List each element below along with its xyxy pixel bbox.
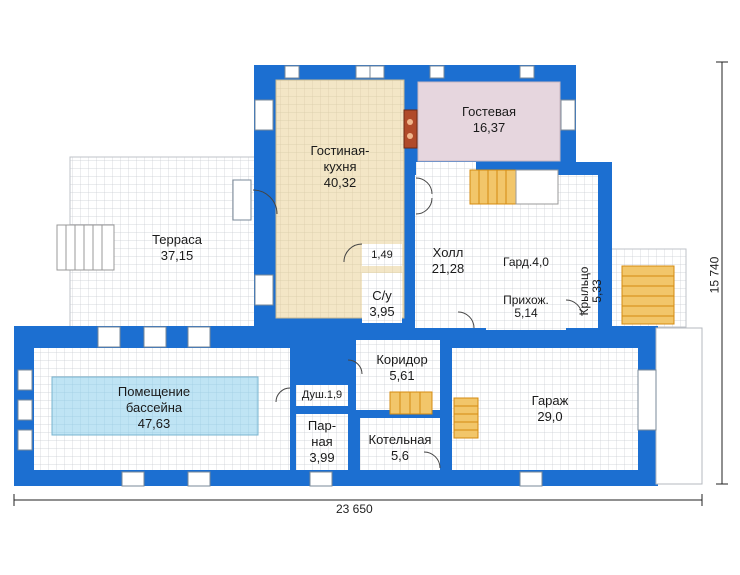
guest-name: Гостевая xyxy=(462,104,516,119)
living-name-1: Гостиная- xyxy=(310,143,370,158)
shower-room xyxy=(296,385,348,406)
sauna-name-2: ная xyxy=(311,434,333,449)
label-living: Гостиная- кухня 40,32 xyxy=(290,143,390,191)
guest-room xyxy=(417,81,561,162)
door-swings xyxy=(252,177,583,469)
boiler-name: Котельная xyxy=(368,432,432,447)
wc-room xyxy=(362,273,402,323)
pool-name-2: бассейна xyxy=(125,400,183,415)
label-closet: 1,49 xyxy=(362,249,402,262)
porch-stairs xyxy=(621,265,675,325)
width-dimension: 23 650 xyxy=(336,502,373,516)
label-garage: Гараж 29,0 xyxy=(520,393,580,425)
terrace-name: Терраса xyxy=(152,232,202,247)
wc-name: С/у xyxy=(372,288,392,303)
garage-apron xyxy=(655,327,703,485)
boiler-room xyxy=(360,418,440,470)
corridor-name: Коридор xyxy=(376,352,428,367)
garage-stairs xyxy=(453,397,479,439)
label-sauna: Пар- ная 3,99 xyxy=(296,418,348,466)
wardrobe-label: Гард.4,0 xyxy=(503,255,549,269)
entry-area: 5,14 xyxy=(514,306,538,320)
guest-area: 16,37 xyxy=(472,120,506,135)
label-hall: Холл 21,28 xyxy=(418,245,478,277)
corridor-stairs xyxy=(389,391,433,415)
closet-area: 1,49 xyxy=(371,249,393,261)
closet-room xyxy=(362,244,402,266)
living-area: 40,32 xyxy=(323,175,357,190)
label-porch: Крыльцо 5,33 xyxy=(577,256,604,326)
pool-area: 47,63 xyxy=(137,416,171,431)
sauna-room xyxy=(296,414,348,470)
sauna-name: Пар- xyxy=(307,418,337,433)
terrace-steps xyxy=(56,224,115,271)
hall-area: 21,28 xyxy=(431,261,465,276)
pool-water xyxy=(51,376,259,436)
label-wardrobe: Гард.4,0 xyxy=(486,256,566,269)
hall-top xyxy=(416,162,476,182)
garage-name: Гараж xyxy=(531,393,569,408)
label-corridor: Коридор 5,61 xyxy=(362,352,442,384)
label-terrace: Терраса 37,15 xyxy=(132,232,222,264)
entry-name: Прихож. xyxy=(503,293,549,307)
label-guest: Гостевая 16,37 xyxy=(430,104,548,136)
label-pool: Помещение бассейна 47,63 xyxy=(104,384,204,432)
label-boiler: Котельная 5,6 xyxy=(360,432,440,464)
label-shower: Душ.1,9 xyxy=(296,389,348,402)
garage-room xyxy=(452,348,638,470)
garage-area: 29,0 xyxy=(537,409,563,424)
entry-room xyxy=(486,287,566,330)
label-wc: С/у 3,95 xyxy=(362,288,402,320)
boiler-area: 5,6 xyxy=(390,448,410,463)
terrace-area-value: 37,15 xyxy=(160,248,194,263)
hall-name: Холл xyxy=(432,245,464,260)
height-dimension: 15 740 xyxy=(707,256,722,294)
wc-area: 3,95 xyxy=(369,304,395,319)
pool-name-1: Помещение xyxy=(117,384,191,399)
dimension-lines xyxy=(13,61,728,506)
label-entry: Прихож. 5,14 xyxy=(486,294,566,320)
shower-label: Душ.1,9 xyxy=(301,389,343,401)
hall-stairs xyxy=(469,169,559,205)
windows xyxy=(17,65,657,487)
living-name-2: кухня xyxy=(323,159,357,174)
corridor-area: 5,61 xyxy=(389,368,415,383)
sauna-area: 3,99 xyxy=(309,450,335,465)
wardrobe-room xyxy=(486,244,566,280)
fireplace xyxy=(403,109,418,149)
porch-area-value: 5,33 xyxy=(590,279,604,303)
